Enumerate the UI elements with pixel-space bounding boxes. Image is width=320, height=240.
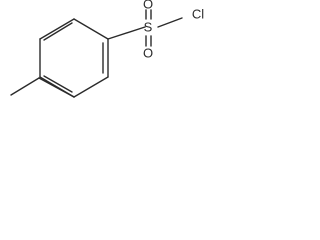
aromatic-inner-bond-3 [43, 75, 73, 93]
sulfur-label: S [144, 19, 153, 34]
aromatic-inner-bond-2 [43, 22, 73, 41]
chlorine-label: Cl [192, 6, 204, 21]
bond-sulfur-chlorine [157, 17, 183, 28]
benzene-ring [39, 18, 109, 98]
ring-bond-6 [39, 76, 75, 98]
ring-bond-4 [39, 18, 75, 40]
ring-bond-1 [73, 76, 109, 98]
sulfonyl-chloride-group: S O O Cl [107, 0, 204, 60]
ring-bond-3 [73, 18, 109, 40]
oxygen-top-label: O [143, 0, 153, 11]
bond-ring-sulfur [107, 26, 146, 40]
oxygen-bottom-label: O [143, 45, 153, 60]
structure-diagram: S O O Cl [10, 0, 204, 98]
bond-ethyl-terminal [10, 77, 40, 96]
